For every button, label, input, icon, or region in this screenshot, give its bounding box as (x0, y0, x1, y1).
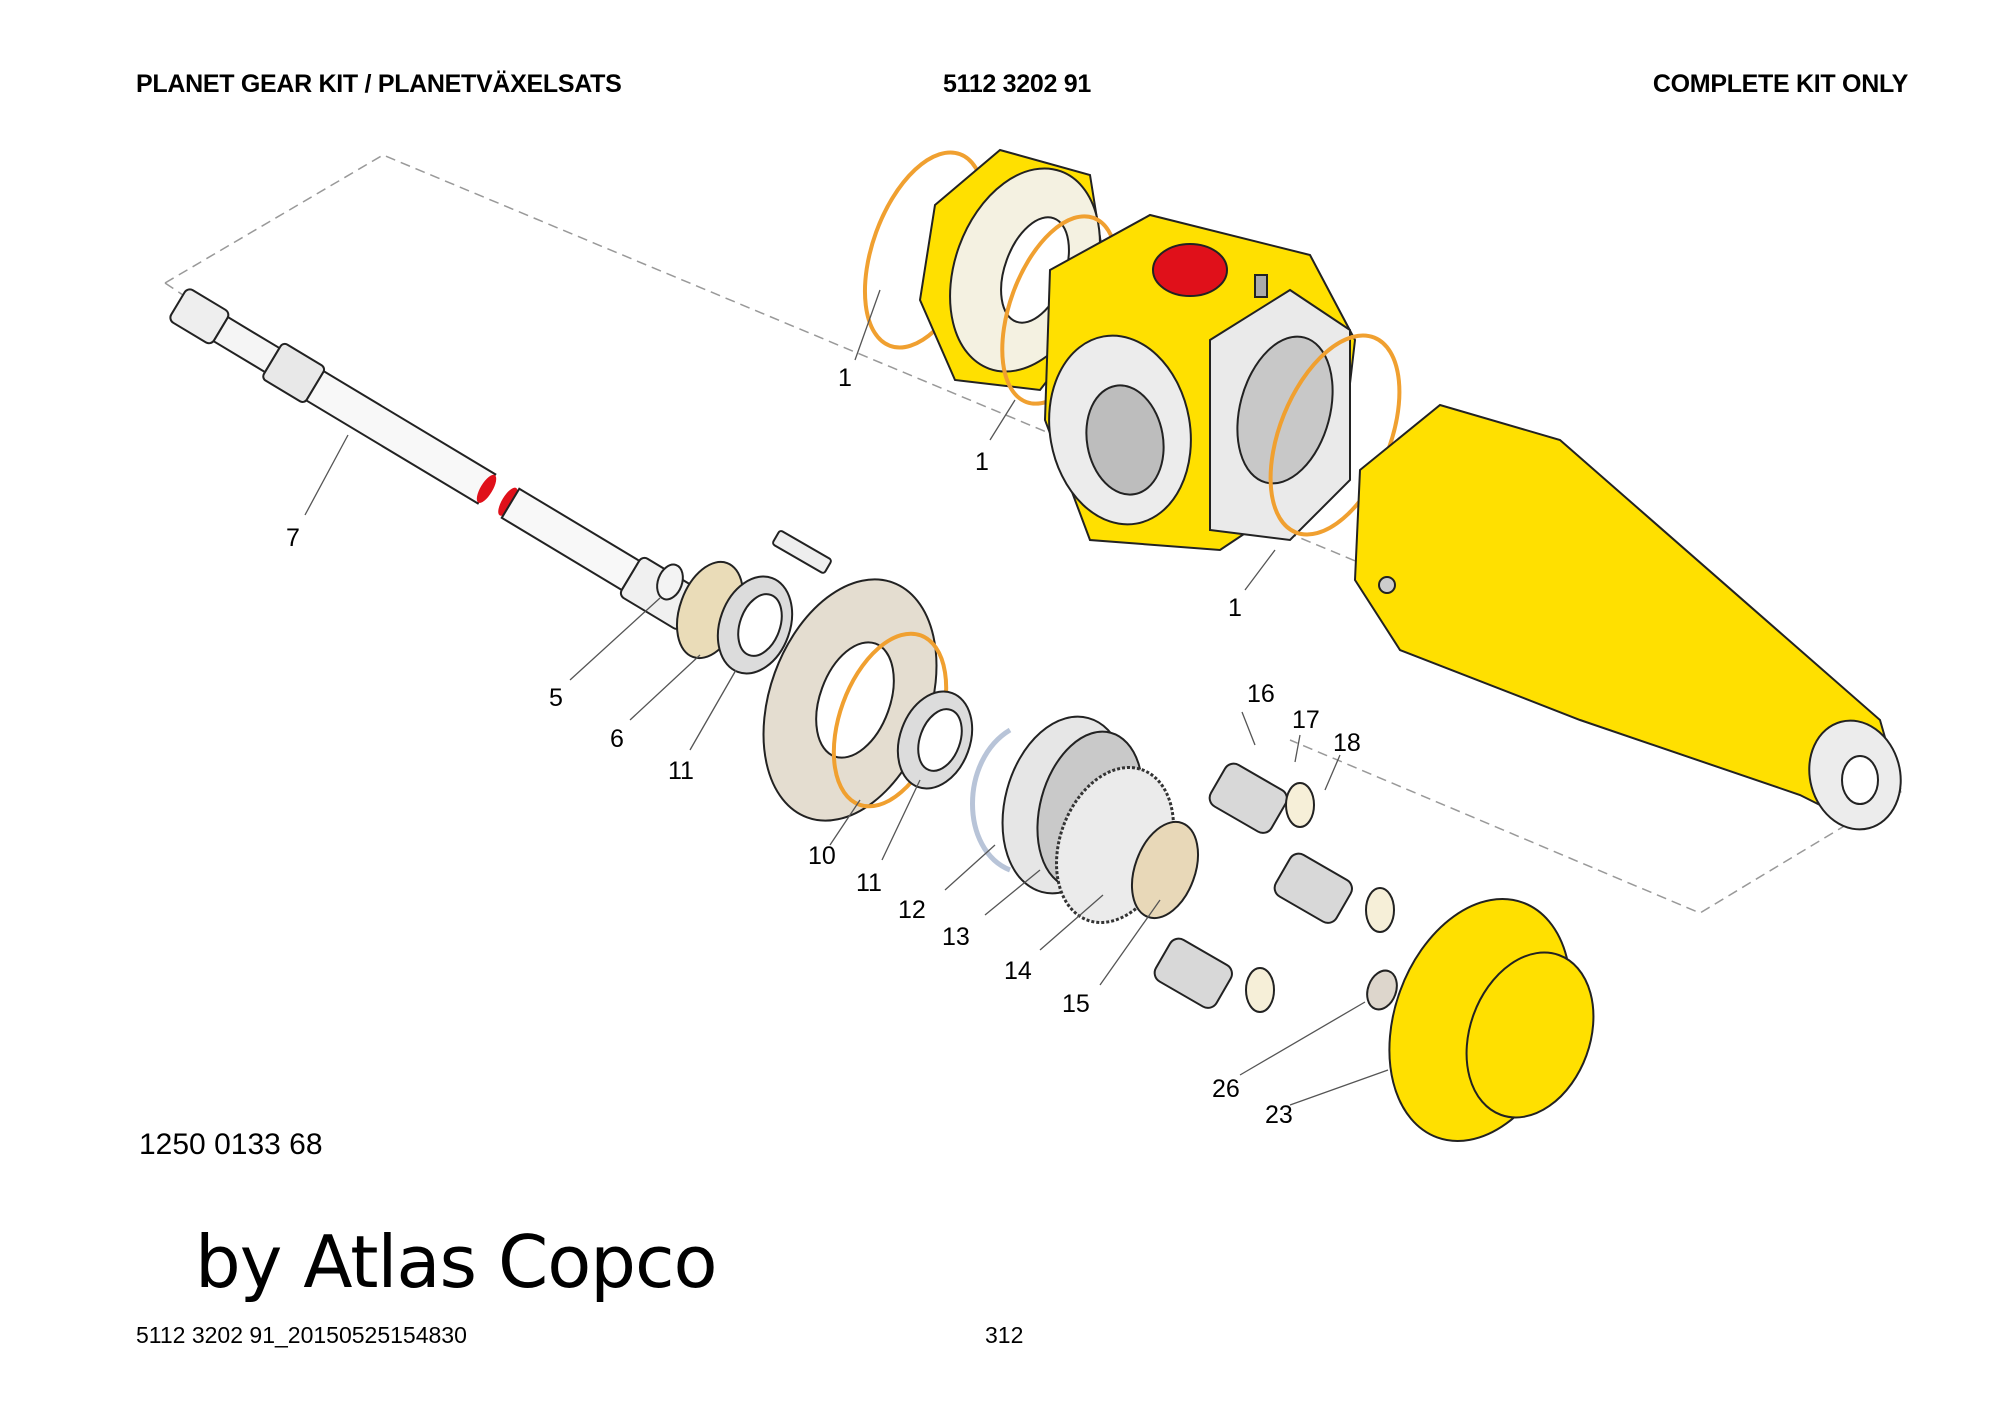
hub-flange[interactable] (1357, 873, 1615, 1166)
callout-1: 1 (838, 364, 852, 392)
callout-12: 12 (898, 896, 926, 924)
page-title: PLANET GEAR KIT / PLANETVÄXELSATS (136, 70, 622, 98)
callout-16: 16 (1247, 680, 1275, 708)
motor-plug (1378, 576, 1396, 594)
callout-11: 11 (668, 757, 694, 785)
leader-line (1099, 899, 1161, 986)
red-cap-icon (1152, 243, 1228, 297)
kit-number: 1250 0133 68 (139, 1128, 323, 1161)
callout-15: 15 (1062, 990, 1090, 1018)
callout-17: 17 (1292, 706, 1320, 734)
leader-line (1244, 549, 1276, 591)
leader-line (689, 669, 737, 751)
callout-14: 14 (1004, 957, 1032, 985)
leader-line (1039, 894, 1104, 951)
callout-26: 26 (1212, 1075, 1240, 1103)
housing-bore (1085, 384, 1165, 496)
callout-1: 1 (975, 448, 989, 476)
assembly-boundary (164, 154, 1906, 914)
motor-housing[interactable] (1353, 403, 1913, 840)
planet-gear-assembly[interactable] (1271, 850, 1395, 933)
leader-line (989, 399, 1016, 441)
brand-text: by Atlas Copco (195, 1220, 718, 1304)
page-number: 312 (985, 1322, 1024, 1348)
leader-line (629, 654, 701, 721)
leader-line (829, 799, 861, 846)
bolt[interactable] (772, 530, 832, 574)
drive-shaft[interactable] (166, 284, 767, 670)
shaft-break-mark (498, 487, 518, 516)
part-number: 5112 3202 91 (943, 70, 1091, 98)
leader-line (569, 597, 661, 681)
callout-11: 11 (856, 869, 882, 897)
shaft-body (500, 487, 641, 592)
callout-1: 1 (1228, 594, 1242, 622)
callout-18: 18 (1333, 729, 1361, 757)
shaft-break-mark (476, 474, 497, 503)
leader-line (984, 869, 1041, 916)
leader-line (304, 434, 349, 516)
planet-gear-assembly[interactable] (1206, 760, 1315, 837)
leader-line (944, 844, 996, 891)
leader-line (1289, 1069, 1389, 1106)
callout-10: 10 (808, 842, 836, 870)
washer[interactable] (653, 561, 688, 603)
breather-plug (1254, 274, 1268, 298)
leader-line (1324, 754, 1341, 791)
gearbox-housing[interactable] (1035, 213, 1357, 552)
planet-gear-assembly[interactable] (1151, 935, 1275, 1013)
washer[interactable] (1362, 966, 1402, 1013)
leader-line (1294, 734, 1301, 763)
callout-7: 7 (286, 524, 300, 552)
kit-note: COMPLETE KIT ONLY (1652, 70, 1908, 98)
callout-5: 5 (549, 684, 563, 712)
callout-6: 6 (610, 725, 624, 753)
leader-line (1241, 711, 1256, 746)
callout-23: 23 (1265, 1101, 1293, 1129)
leader-line (854, 289, 881, 361)
leader-line (1239, 1001, 1366, 1076)
callout-13: 13 (942, 923, 970, 951)
retaining-ring[interactable] (970, 727, 1012, 873)
footer-document-id: 5112 3202 91_20150525154830 (136, 1322, 467, 1348)
leader-line (881, 779, 921, 861)
shaft-body (304, 369, 497, 505)
